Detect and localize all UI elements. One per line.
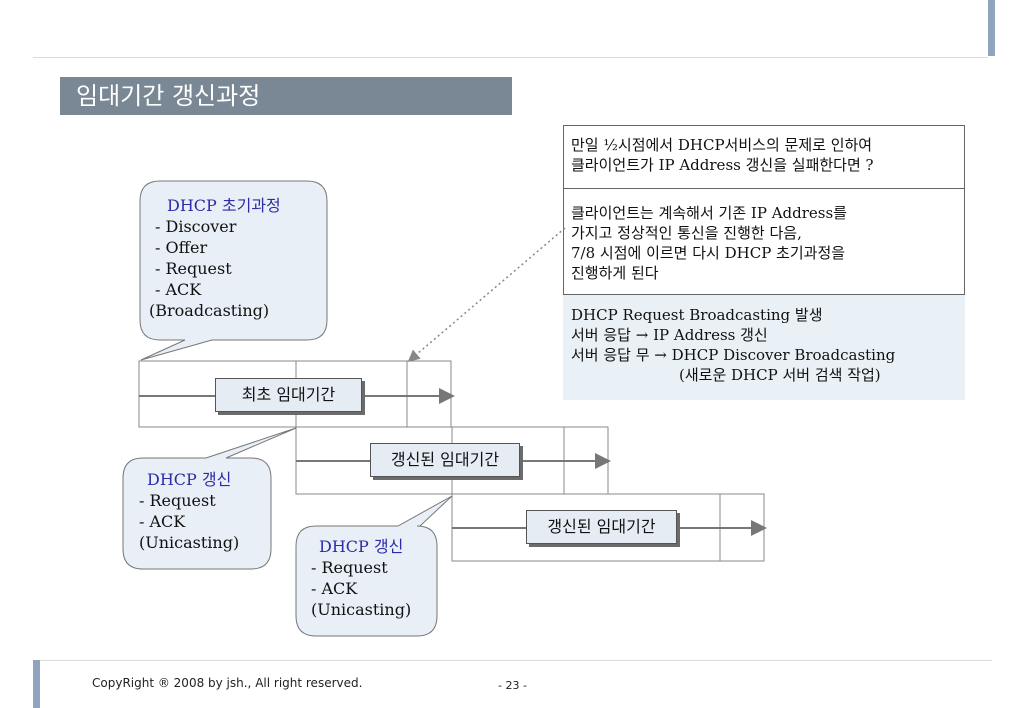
answer-line: 클라이언트는 계속해서 기존 IP Address를	[571, 204, 847, 222]
question-text: 만일 ½시점에서 DHCP서비스의 문제로 인하여 클라이언트가 IP Addr…	[571, 135, 874, 175]
result-line: DHCP Request Broadcasting 발생	[571, 306, 823, 324]
bubble-item: - Request	[155, 259, 232, 278]
bubble-text-renewal-2: DHCP 갱신 - Request - ACK (Unicasting)	[311, 536, 411, 620]
bubble-text-initial: DHCP 초기과정 - Discover - Offer - Request -…	[149, 195, 281, 321]
answer-line: 가지고 정상적인 통신을 진행한 다음,	[571, 224, 802, 242]
answer-line: 7/8 시점에 이르면 다시 DHCP 초기과정을	[571, 244, 846, 262]
dotted-connector	[407, 227, 566, 362]
bubble-item: - Request	[311, 558, 388, 577]
bubble-item: - Request	[139, 491, 216, 510]
bubble-item: - ACK	[139, 512, 186, 531]
bubble-heading: DHCP 갱신	[319, 537, 404, 556]
lease-label-renewed-2: 갱신된 임대기간	[526, 510, 677, 544]
bubble-heading: DHCP 초기과정	[167, 196, 281, 215]
bubble-item: - ACK	[155, 280, 202, 299]
bubble-item: (Broadcasting)	[149, 301, 270, 320]
answer-text: 클라이언트는 계속해서 기존 IP Address를 가지고 정상적인 통신을 …	[571, 203, 847, 283]
callout-bubble-renewal-2	[295, 495, 453, 637]
info-divider	[563, 188, 965, 189]
result-line: 서버 응답 → IP Address 갱신	[571, 326, 768, 344]
callout-bubble-renewal-1	[122, 427, 297, 570]
bubble-item: (Unicasting)	[139, 533, 240, 552]
bubble-item: - ACK	[311, 579, 358, 598]
answer-line: 진행하게 된다	[571, 264, 659, 282]
question-line: 만일 ½시점에서 DHCP서비스의 문제로 인하여	[571, 136, 873, 154]
result-text: DHCP Request Broadcasting 발생 서버 응답 → IP …	[571, 305, 895, 385]
bubble-item: - Offer	[155, 238, 208, 257]
slide-title: 임대기간 갱신과정	[60, 77, 512, 115]
question-answer-box	[563, 125, 965, 295]
question-line: 클라이언트가 IP Address 갱신을 실패한다면 ?	[571, 156, 874, 174]
lease-label-initial: 최초 임대기간	[215, 378, 362, 412]
bubble-item: - Discover	[155, 217, 237, 236]
bubble-text-renewal-1: DHCP 갱신 - Request - ACK (Unicasting)	[139, 469, 239, 553]
callout-bubble-initial	[139, 180, 328, 361]
bubble-heading: DHCP 갱신	[147, 470, 232, 489]
top-accent-bar	[988, 0, 995, 56]
result-line: (새로운 DHCP 서버 검색 작업)	[679, 366, 881, 384]
footer-copyright: CopyRight ® 2008 by jsh., All right rese…	[92, 676, 363, 690]
result-line: 서버 응답 무 → DHCP Discover Broadcasting	[571, 346, 896, 364]
bottom-rule	[40, 660, 992, 661]
top-rule	[33, 57, 988, 58]
bubble-item: (Unicasting)	[311, 600, 412, 619]
lease-label-renewed-1: 갱신된 임대기간	[370, 443, 520, 477]
page-number: - 23 -	[498, 679, 527, 692]
bottom-accent-bar	[33, 660, 40, 708]
